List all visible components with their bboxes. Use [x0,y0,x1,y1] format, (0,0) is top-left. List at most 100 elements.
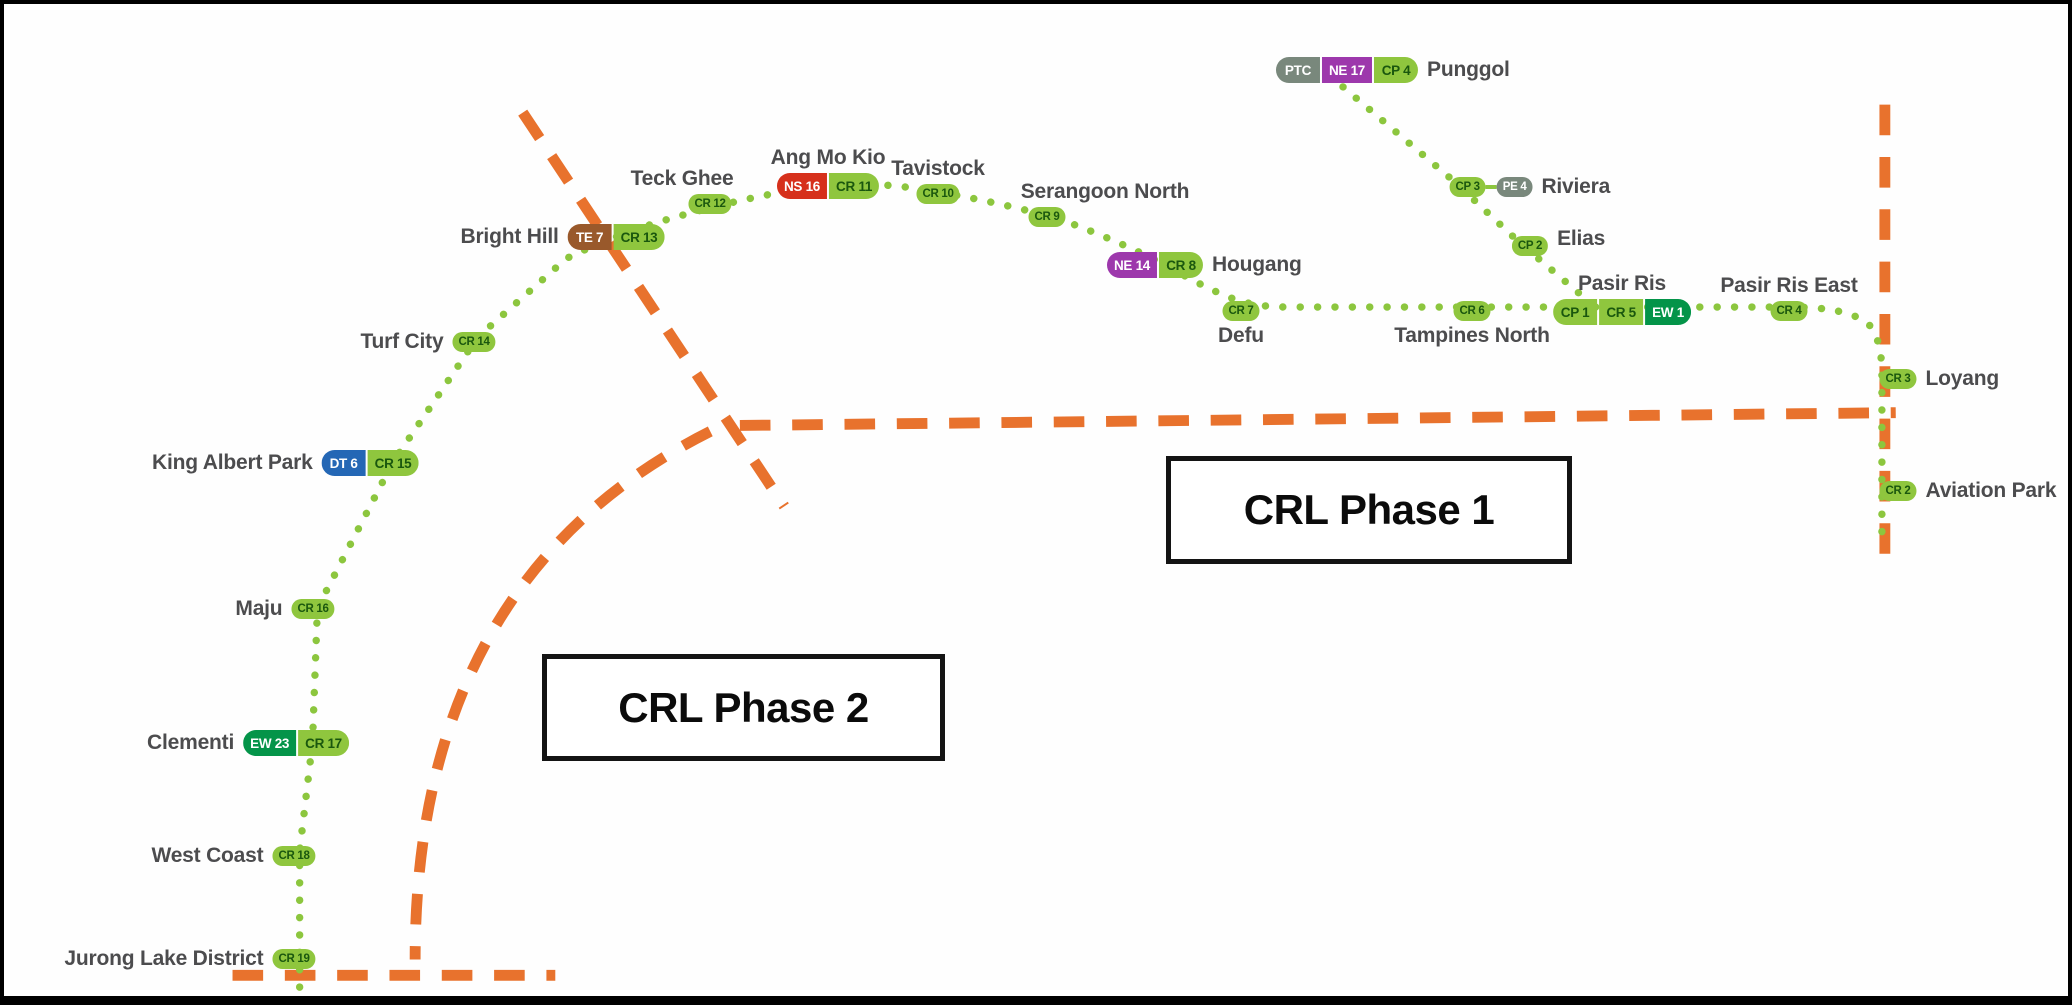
station-code-badge: CR 19 [272,949,316,969]
station-elias: CP 2 Elias [1511,227,1605,256]
station-label: Maju [235,597,283,620]
station-label: Punggol [1427,58,1510,81]
station-code-badge: CR 2 [1879,481,1917,501]
station-code-badge: CR 10 [916,184,960,204]
phase-boundary-diagonal [518,109,789,510]
station-label: Aviation Park [1925,479,2057,502]
station-label: Serangoon North [1020,180,1190,203]
station-serangoon-north: CR 9 Serangoon North [1021,180,1189,227]
station-code-badge: EW 23 [243,730,297,756]
station-code-badge: CR 5 [1599,299,1644,325]
station-code-badge: CP 2 [1511,236,1549,256]
station-code-badge: CR 6 [1453,301,1491,321]
station-code-badge: PE 4 [1496,177,1533,197]
station-label: Pasir Ris East [1720,274,1858,297]
station-code-badge: DT 6 [321,450,366,476]
station-code-badge: NE 17 [1321,57,1373,83]
station-label: West Coast [151,844,264,867]
station-clementi: EW 23 CR 17 Clementi [147,730,349,756]
crl-punggol-branch [1339,83,1589,302]
station-code-badge: CR 8 [1159,252,1204,278]
station-label: Pasir Ris [1577,272,1667,295]
station-code-badge: NE 14 [1106,252,1158,278]
station-badges: CR 14 [452,332,496,352]
station-badges: CR 12 [688,194,732,214]
station-king-albert-park: DT 6 CR 15 King Albert Park [152,450,419,476]
station-code-badge: CP 3 [1449,177,1486,197]
station-badges: DT 6 CR 15 [321,450,419,476]
station-badges: CR 9 [1028,207,1066,227]
station-turf-city: CR 14 Turf City [360,330,496,353]
station-label: Teck Ghee [630,167,734,190]
station-punggol: PTC NE 17 CP 4 Punggol [1275,57,1510,83]
phase-1-label-box: CRL Phase 1 [1166,456,1572,564]
station-code-badge: CR 4 [1770,301,1808,321]
phase-boundary-horizontal [739,407,1896,431]
station-label: Tavistock [891,157,985,180]
station-code-badge: CR 16 [291,599,335,619]
station-code-badge: NS 16 [776,173,827,199]
station-code-badge: CR 9 [1028,207,1066,227]
station-label: Turf City [360,330,444,353]
station-maju: CR 16 Maju [235,597,335,620]
station-badges: CR 16 [291,599,335,619]
station-code-badge: CR 12 [688,194,732,214]
station-badges: CR 10 [916,184,960,204]
station-badges: CR 2 [1879,481,1917,501]
station-badges: CR 6 [1453,301,1491,321]
station-code-badge: CR 11 [829,173,880,199]
station-loyang: CR 3 Loyang [1879,367,1999,390]
station-code-badge: CR 13 [613,224,665,250]
station-defu: CR 7 Defu [1218,301,1264,347]
station-badges: CP 3 PE 4 [1449,177,1533,197]
station-code-badge: CR 17 [298,730,349,756]
station-badges: CR 19 [272,949,316,969]
station-code-badge: CR 14 [452,332,496,352]
station-ang-mo-kio: NS 16 CR 11 Ang Mo Kio [771,146,886,199]
station-label: Hougang [1212,253,1302,276]
station-pasir-ris: CP 1 CR 5 EW 1 Pasir Ris [1553,272,1691,325]
station-label: Defu [1218,324,1264,347]
station-aviation-park: CR 2 Aviation Park [1879,479,2057,502]
station-label: Ang Mo Kio [770,146,886,169]
station-jurong-lake-district: CR 19 Jurong Lake District [64,947,316,970]
station-label: King Albert Park [152,451,313,474]
station-label: Jurong Lake District [64,947,264,970]
station-badges: NE 14 CR 8 [1106,252,1204,278]
station-badges: NS 16 CR 11 [776,173,880,199]
station-tavistock: CR 10 Tavistock [891,157,985,204]
station-badges: PTC NE 17 CP 4 [1275,57,1419,83]
station-code-badge: CP 1 [1553,299,1598,325]
phase-2-label: CRL Phase 2 [618,683,869,731]
station-badges: CR 7 [1222,301,1260,321]
station-badges: CR 18 [272,846,316,866]
station-code-badge: CR 7 [1222,301,1260,321]
station-badges: CR 3 [1879,369,1917,389]
station-badges: CP 1 CR 5 EW 1 [1553,299,1691,325]
station-code-badge: CP 4 [1374,57,1419,83]
station-hougang: NE 14 CR 8 Hougang [1106,252,1302,278]
interchange-connector [1485,185,1497,189]
station-label: Loyang [1925,367,2000,390]
station-code-badge: CR 3 [1879,369,1917,389]
station-tampines-north: CR 6 Tampines North [1394,301,1550,347]
station-code-badge: CR 18 [272,846,316,866]
station-code-badge: EW 1 [1645,299,1691,325]
station-code-badge: TE 7 [567,224,612,250]
station-label: Bright Hill [460,225,559,248]
station-label: Riviera [1541,175,1611,198]
station-label: Clementi [147,731,235,754]
station-riviera: CP 3 PE 4 Riviera [1449,175,1610,198]
phase-1-label: CRL Phase 1 [1243,486,1495,533]
station-label: Elias [1557,227,1606,250]
station-pasir-ris-east: CR 4 Pasir Ris East [1720,274,1858,321]
station-badges: CP 2 [1511,236,1549,256]
station-badges: EW 23 CR 17 [243,730,349,756]
station-label: Tampines North [1394,324,1550,347]
station-west-coast: CR 18 West Coast [151,844,316,867]
station-code-badge: PTC [1275,57,1320,83]
phase-boundary-arc [409,426,713,960]
station-code-badge: CR 15 [367,450,419,476]
station-teck-ghee: CR 12 Teck Ghee [631,167,734,214]
